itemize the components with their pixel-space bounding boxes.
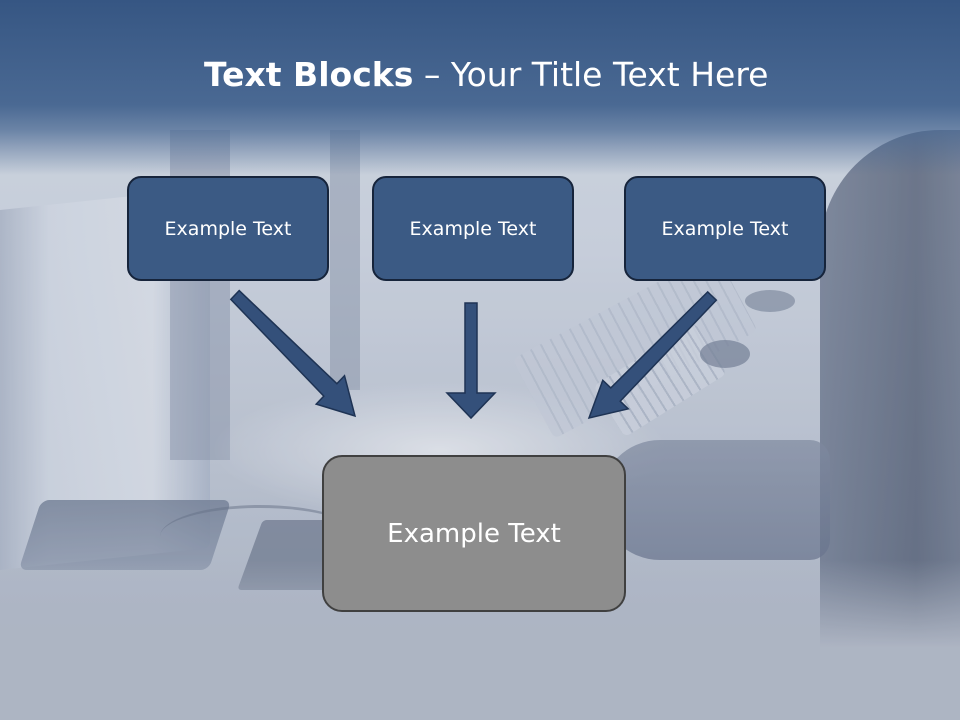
title-bold: Text Blocks	[204, 55, 414, 94]
text-block-1: Example Text	[127, 176, 329, 281]
computer-mouse	[745, 290, 795, 312]
text-block-label: Example Text	[661, 217, 789, 240]
arrow-center	[445, 302, 497, 420]
text-block-label: Example Text	[164, 217, 292, 240]
person-arm	[600, 440, 830, 560]
title-band	[0, 0, 960, 175]
result-block: Example Text	[322, 455, 626, 612]
computer-mouse	[700, 340, 750, 368]
text-block-3: Example Text	[624, 176, 826, 281]
text-block-label: Example Text	[409, 217, 537, 240]
title-rest: – Your Title Text Here	[413, 55, 769, 94]
slide-title: Text Blocks – Your Title Text Here	[204, 53, 768, 97]
cable	[160, 505, 360, 568]
result-block-label: Example Text	[387, 518, 561, 549]
arrow-right	[587, 290, 718, 420]
text-block-2: Example Text	[372, 176, 574, 281]
arrow-left	[229, 289, 357, 418]
